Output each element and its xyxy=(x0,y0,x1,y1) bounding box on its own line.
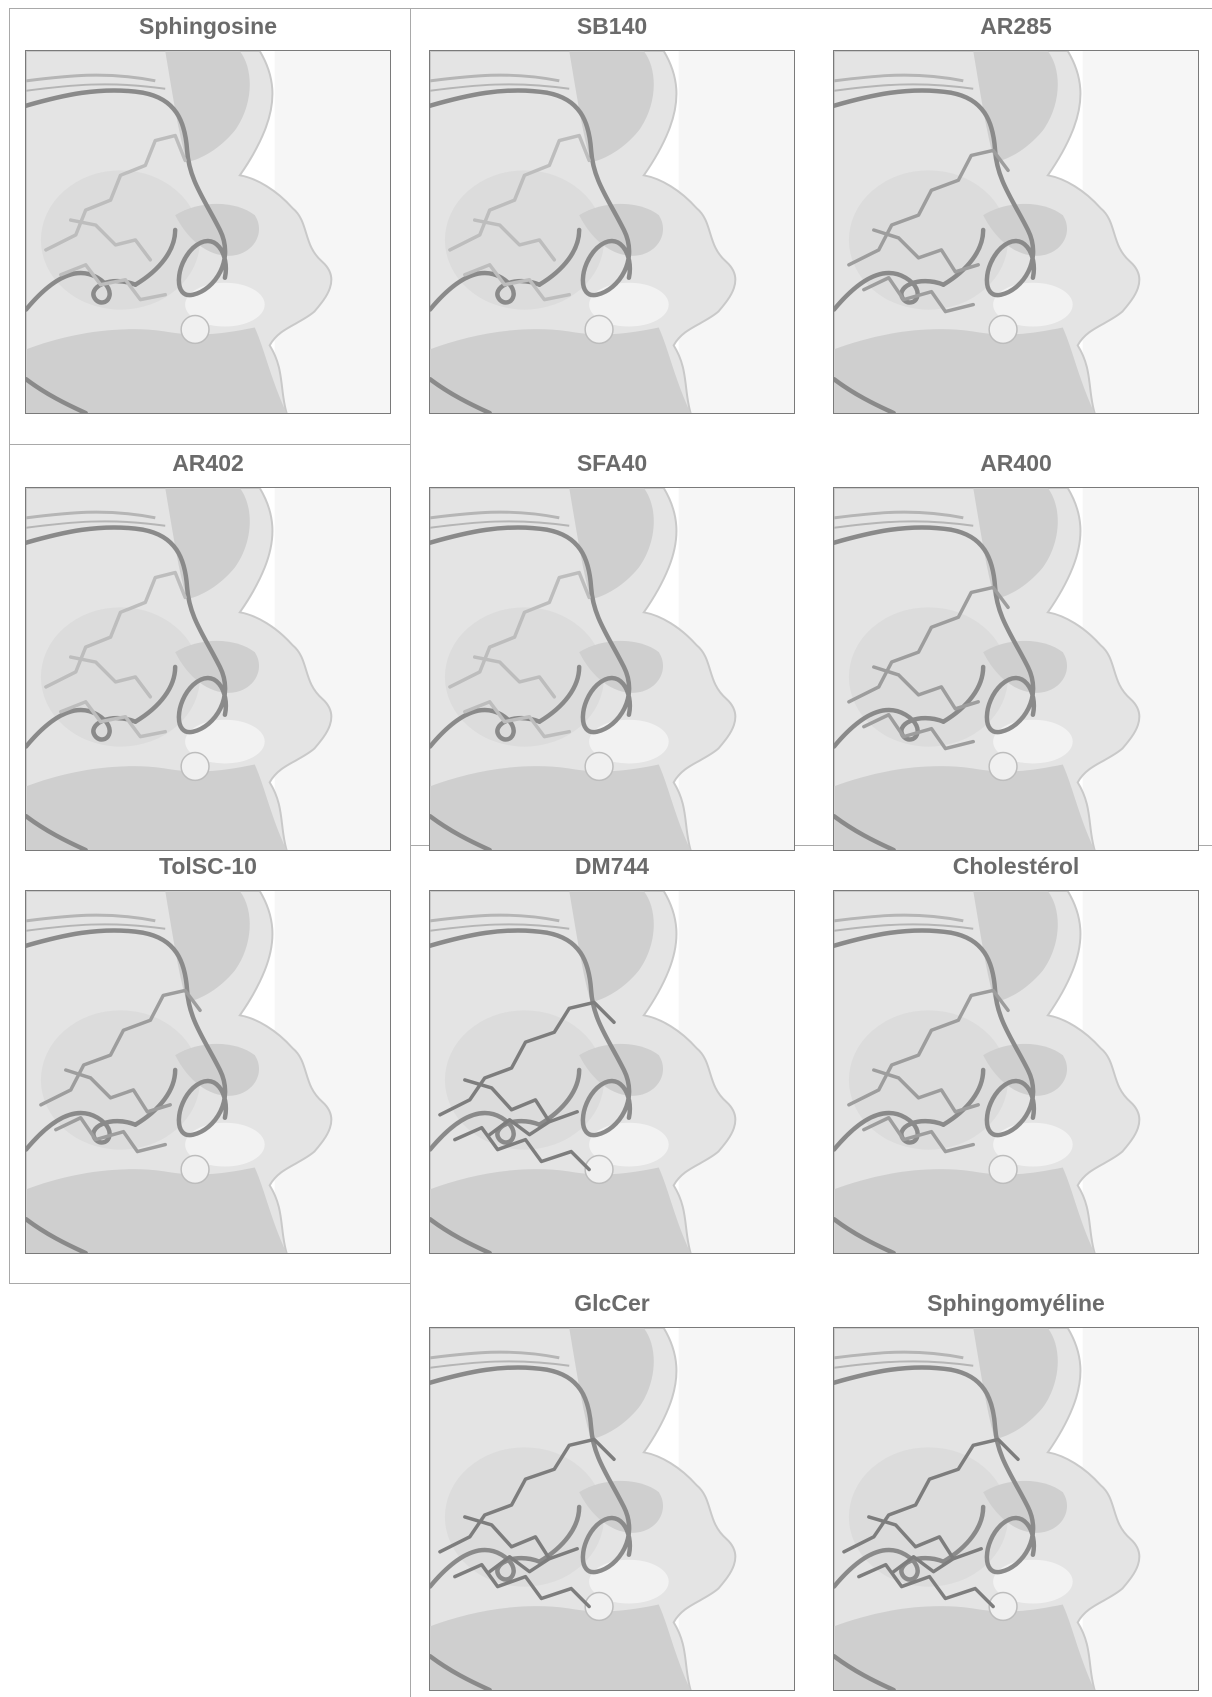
panel-title: SFA40 xyxy=(429,445,795,481)
docking-scene-svg xyxy=(834,891,1198,1253)
molecular-docking-image xyxy=(429,890,795,1254)
molecular-docking-image xyxy=(833,890,1199,1254)
molecular-docking-image xyxy=(833,50,1199,414)
panel-title: Sphingosine xyxy=(25,8,391,44)
surface-bump xyxy=(989,1156,1017,1184)
panel-title: Cholestérol xyxy=(833,848,1199,884)
protein-region-1 xyxy=(834,1167,1095,1253)
panel-title: AR402 xyxy=(25,445,391,481)
docking-scene-svg xyxy=(26,51,390,413)
panel-title: AR285 xyxy=(833,8,1199,44)
panel-ar400: AR400 xyxy=(833,445,1199,855)
panel-sfa40: SFA40 xyxy=(429,445,795,855)
surface-bump xyxy=(989,753,1017,781)
surface-bump xyxy=(585,753,613,781)
protein-region-1 xyxy=(430,327,691,413)
protein-region-1 xyxy=(834,764,1095,850)
surface-bump xyxy=(585,316,613,344)
molecular-docking-image xyxy=(429,1327,795,1691)
docking-scene-svg xyxy=(834,488,1198,850)
molecular-docking-image xyxy=(833,1327,1199,1691)
panel-dm744: DM744 xyxy=(429,848,795,1258)
protein-region-1 xyxy=(834,1604,1095,1690)
panel-sphingomyeline: Sphingomyéline xyxy=(833,1285,1199,1695)
panel-ar285: AR285 xyxy=(833,8,1199,418)
molecular-docking-image xyxy=(25,50,391,414)
molecular-docking-image xyxy=(833,487,1199,851)
panel-title: GlcCer xyxy=(429,1285,795,1321)
docking-scene-svg xyxy=(26,891,390,1253)
panel-title: SB140 xyxy=(429,8,795,44)
panel-title: TolSC-10 xyxy=(25,848,391,884)
panel-title: AR400 xyxy=(833,445,1199,481)
protein-region-1 xyxy=(430,1604,691,1690)
surface-bump xyxy=(181,753,209,781)
docking-scene-svg xyxy=(430,1328,794,1690)
panel-ar402: AR402 xyxy=(25,445,391,855)
molecular-docking-image xyxy=(25,487,391,851)
protein-region-1 xyxy=(430,1167,691,1253)
molecular-docking-image xyxy=(429,487,795,851)
panel-cholesterol: Cholestérol xyxy=(833,848,1199,1258)
panel-glccer: GlcCer xyxy=(429,1285,795,1695)
docking-scene-svg xyxy=(430,891,794,1253)
panel-tolsc10: TolSC-10 xyxy=(25,848,391,1258)
surface-bump xyxy=(989,316,1017,344)
molecular-docking-image xyxy=(25,890,391,1254)
docking-scene-svg xyxy=(834,51,1198,413)
panel-sb140: SB140 xyxy=(429,8,795,418)
protein-region-1 xyxy=(26,764,287,850)
protein-region-1 xyxy=(834,327,1095,413)
docking-scene-svg xyxy=(26,488,390,850)
panel-title: DM744 xyxy=(429,848,795,884)
protein-region-1 xyxy=(430,764,691,850)
docking-scene-svg xyxy=(834,1328,1198,1690)
docking-scene-svg xyxy=(430,488,794,850)
surface-bump xyxy=(181,1156,209,1184)
protein-region-1 xyxy=(26,327,287,413)
surface-bump xyxy=(181,316,209,344)
docking-scene-svg xyxy=(430,51,794,413)
panel-sphingosine: Sphingosine xyxy=(25,8,391,418)
molecular-docking-image xyxy=(429,50,795,414)
protein-region-1 xyxy=(26,1167,287,1253)
panel-title: Sphingomyéline xyxy=(833,1285,1199,1321)
